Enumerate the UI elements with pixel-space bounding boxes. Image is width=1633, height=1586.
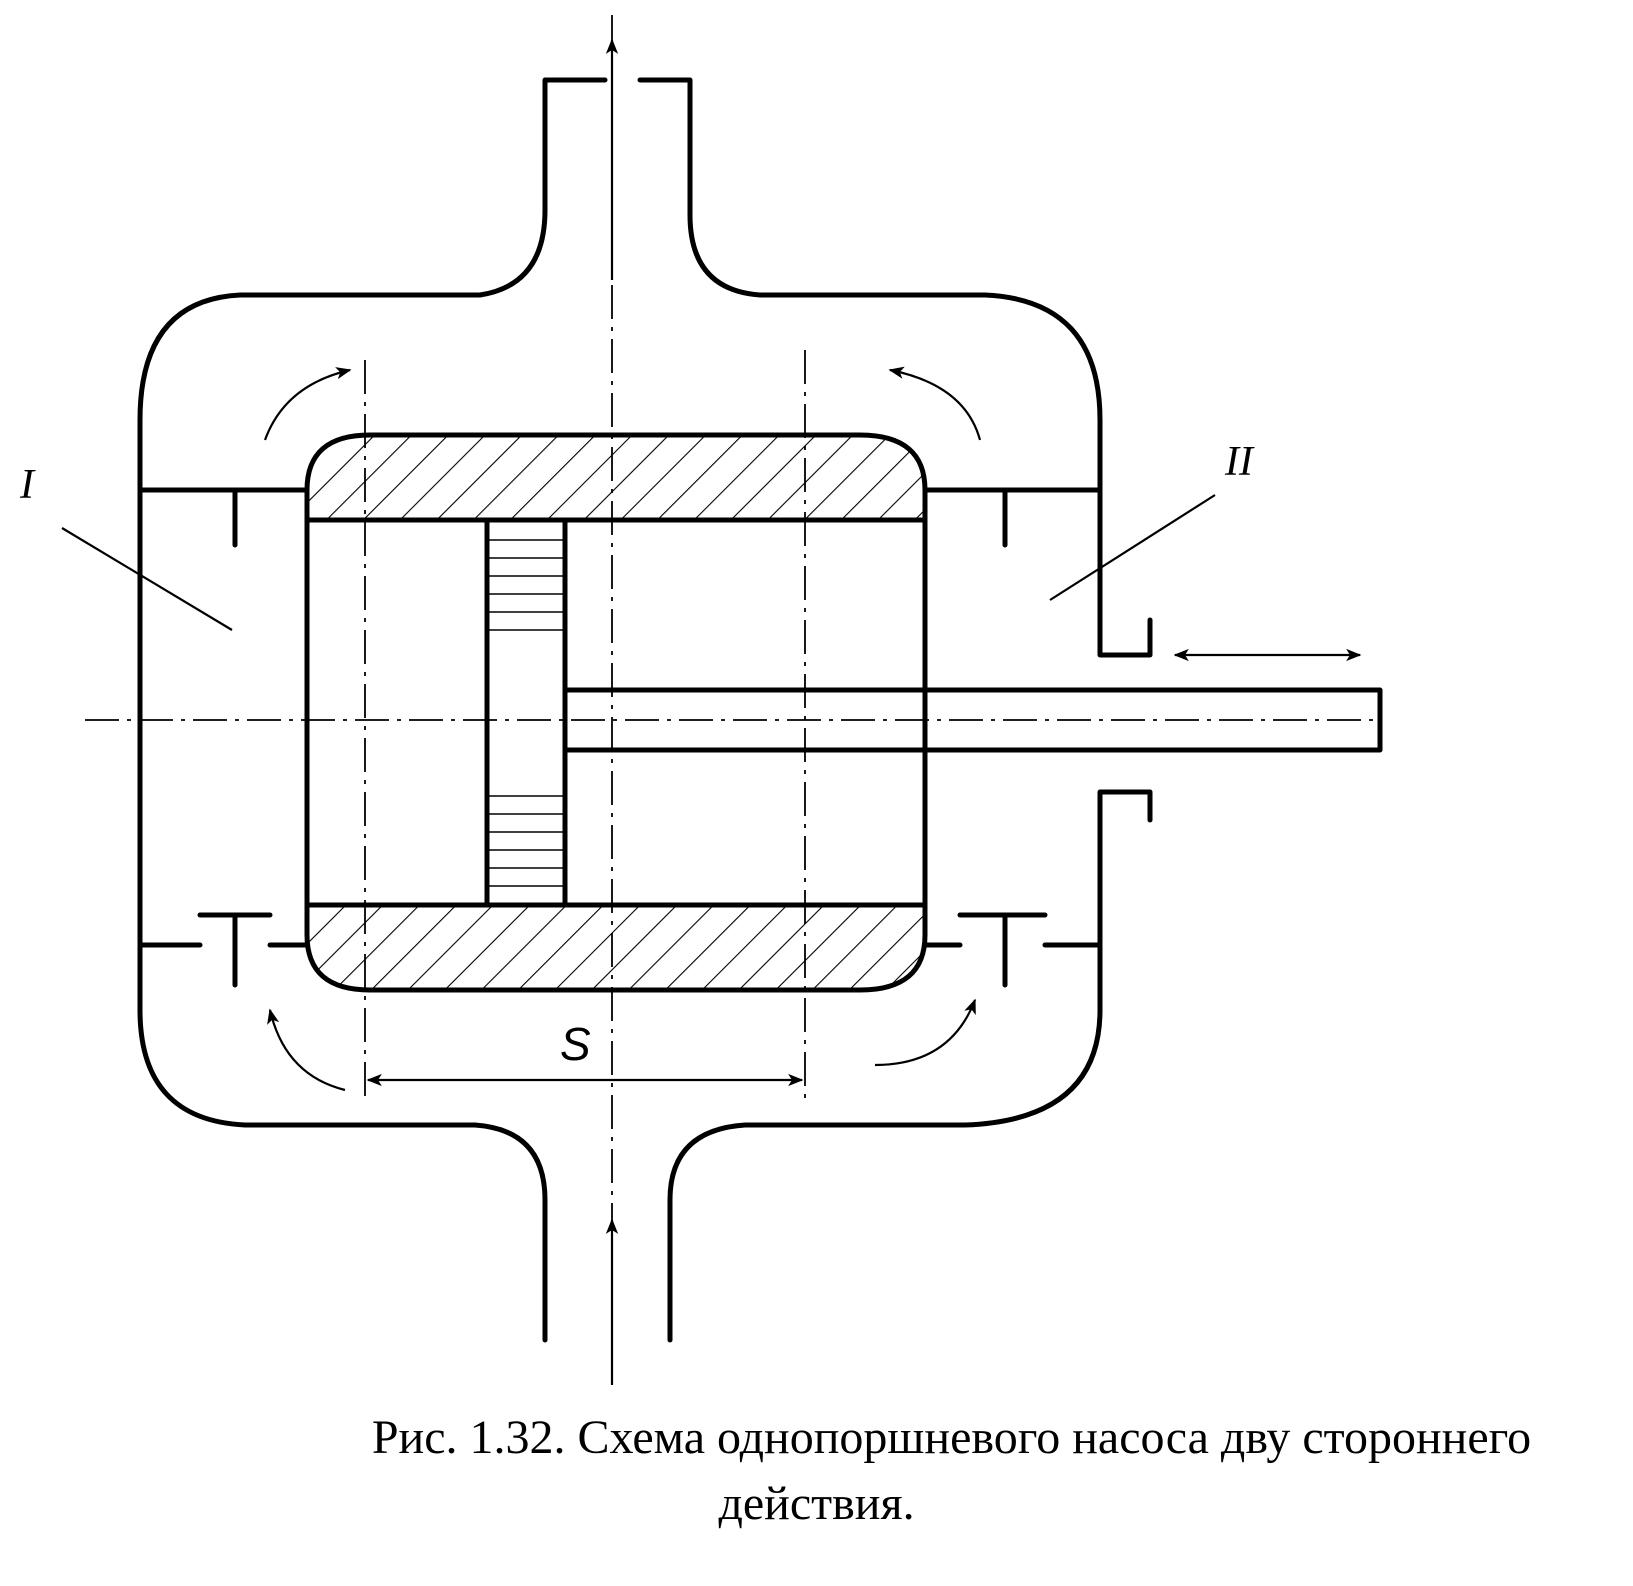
piston bbox=[484, 517, 568, 908]
caption-line-2: действия. bbox=[718, 1477, 915, 1530]
pump-casing bbox=[137, 77, 1153, 1343]
leader-chamber-ii bbox=[1049, 494, 1216, 601]
flow-arrow-bottom-left bbox=[267, 1008, 346, 1092]
flow-arrow-bottom-right bbox=[874, 998, 977, 1067]
figure-caption: Рис. 1.32. Схема однопоршневого насоса д… bbox=[0, 1405, 1633, 1537]
caption-line-1: Рис. 1.32. Схема однопоршневого насоса д… bbox=[371, 1411, 1532, 1464]
valve-top-right bbox=[922, 487, 1103, 548]
cylinder-wall-top bbox=[304, 432, 928, 523]
cylinder-bore bbox=[304, 517, 928, 908]
valve-top-left bbox=[137, 487, 310, 548]
leader-chamber-i bbox=[61, 527, 233, 631]
cylinder-wall-bottom bbox=[304, 902, 928, 993]
valve-bottom-left bbox=[137, 912, 310, 988]
flow-arrow-top-left bbox=[263, 367, 352, 441]
valve-bottom-right bbox=[922, 912, 1103, 988]
flow-arrow-top-right bbox=[888, 366, 982, 441]
label-stroke-s: S bbox=[560, 1018, 591, 1070]
label-chamber-i: I bbox=[19, 462, 36, 508]
label-chamber-ii: II bbox=[1224, 439, 1255, 485]
piston-rod bbox=[562, 687, 1383, 753]
piston-ribs bbox=[487, 539, 565, 887]
